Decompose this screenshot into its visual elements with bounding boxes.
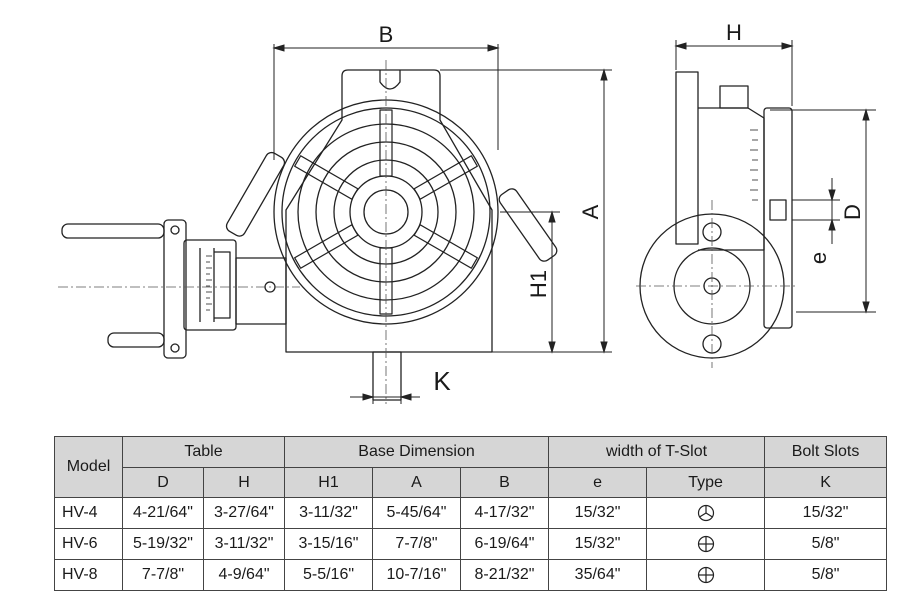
dimension-label-h: H xyxy=(726,20,742,45)
table-cell: 15/32" xyxy=(548,528,648,560)
subheader-type: Type xyxy=(646,467,766,498)
header-table: Table xyxy=(122,436,285,468)
table-cell: 5/8" xyxy=(764,559,888,591)
table-row: HV-4 4-21/64" 3-27/64" 3-11/32" 5-45/64"… xyxy=(54,497,888,529)
dial-scale xyxy=(206,129,758,311)
table-cell: 5-5/16" xyxy=(284,559,373,591)
dimension-label-h1: H1 xyxy=(526,270,551,298)
spec-table: Model Table Base Dimension width of T-Sl… xyxy=(54,436,888,591)
table-cell: 3-15/16" xyxy=(284,528,373,560)
front-view xyxy=(61,69,558,401)
table-cell: 8-21/32" xyxy=(459,559,550,591)
table-cell: 5/8" xyxy=(764,528,888,560)
dimension-label-d: D xyxy=(840,204,865,220)
table-cell: 4-9/64" xyxy=(203,559,285,591)
table-cell: 4-17/32" xyxy=(459,497,550,529)
header-bolt-slots: Bolt Slots xyxy=(764,436,888,468)
cross-slot-icon xyxy=(697,535,714,552)
model-cell: HV-8 xyxy=(54,559,123,591)
header-model: Model xyxy=(54,436,123,498)
table-cell xyxy=(646,497,766,529)
dimension-label-e: e xyxy=(806,252,831,264)
technical-drawing: B A H1 K H D e xyxy=(58,20,876,404)
model-cell: HV-6 xyxy=(54,528,123,560)
table-cell: 3-27/64" xyxy=(203,497,285,529)
subheader-h1: H1 xyxy=(284,467,373,498)
dimension-label-b: B xyxy=(379,22,394,47)
subheader-d: D xyxy=(122,467,204,498)
header-base-dimension: Base Dimension xyxy=(283,436,550,468)
header-tslot-width: width of T-Slot xyxy=(548,436,766,468)
table-cell: 7-7/8" xyxy=(372,528,461,560)
table-cell: 7-7/8" xyxy=(122,559,204,591)
subheader-b: B xyxy=(459,467,550,498)
table-cell: 5-45/64" xyxy=(372,497,461,529)
subheader-a: A xyxy=(372,467,461,498)
table-cell: 10-7/16" xyxy=(372,559,461,591)
subheader-h: H xyxy=(203,467,285,498)
table-cell xyxy=(646,528,766,560)
subheader-e: e xyxy=(548,467,648,498)
dimension-lines xyxy=(272,40,876,404)
radial-slot-icon xyxy=(697,504,714,521)
subheader-k: K xyxy=(764,467,888,498)
table-cell: 15/32" xyxy=(548,497,648,529)
center-lines xyxy=(58,60,798,404)
table-cell: 5-19/32" xyxy=(122,528,204,560)
model-cell: HV-4 xyxy=(54,497,123,529)
table-cell: 15/32" xyxy=(764,497,888,529)
cross-slot-icon xyxy=(697,566,714,583)
table-cell: 35/64" xyxy=(548,559,648,591)
side-view xyxy=(639,71,793,359)
table-row: HV-8 7-7/8" 4-9/64" 5-5/16" 10-7/16" 8-2… xyxy=(54,559,888,591)
table-row: HV-6 5-19/32" 3-11/32" 3-15/16" 7-7/8" 6… xyxy=(54,528,888,560)
table-cell: 3-11/32" xyxy=(284,497,373,529)
table-cell: 4-21/64" xyxy=(122,497,204,529)
dimension-label-k: K xyxy=(433,366,451,396)
table-cell xyxy=(646,559,766,591)
table-cell: 3-11/32" xyxy=(203,528,285,560)
table-cell: 6-19/64" xyxy=(459,528,550,560)
dimension-label-a: A xyxy=(578,204,603,219)
